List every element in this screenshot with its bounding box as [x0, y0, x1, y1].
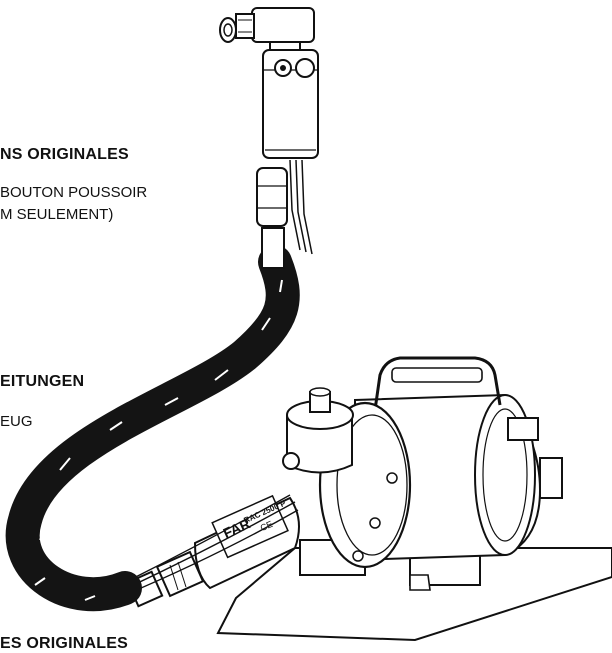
french-text-line-1: BOUTON POUSSOIR — [0, 184, 148, 201]
section-heading-german: EITUNGEN — [0, 373, 85, 390]
section-heading-french: NS ORIGINALES — [0, 146, 129, 163]
push-button-control-icon — [219, 7, 319, 159]
hydraulic-pump-icon — [282, 356, 563, 591]
french-text-line-2: M SEULEMENT) — [0, 206, 114, 223]
riveting-tool-icon — [219, 7, 315, 50]
section-heading-bottom: ES ORIGINALES — [0, 635, 128, 652]
german-text-line-1: EUG — [0, 413, 33, 430]
hydraulic-hose-icon — [5, 245, 300, 612]
upper-coupling — [256, 159, 313, 269]
